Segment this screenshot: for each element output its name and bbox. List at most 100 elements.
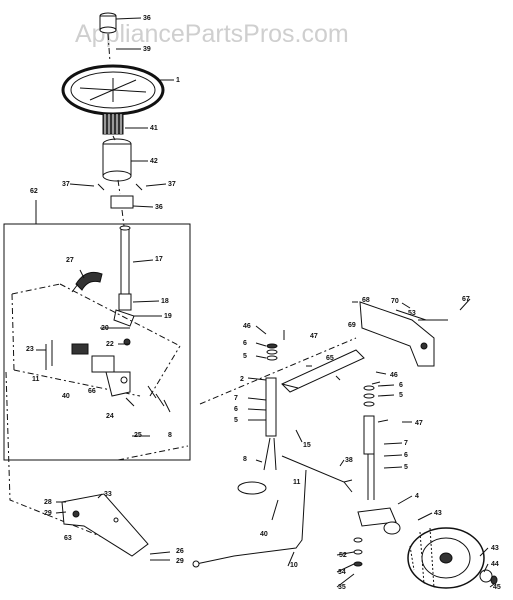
pinion-gear xyxy=(118,293,132,311)
callout: 7 xyxy=(234,395,238,402)
callout: 5 xyxy=(234,417,238,424)
spring-pins xyxy=(97,183,143,191)
right-spindle xyxy=(363,415,375,455)
callout: 37 xyxy=(168,181,176,188)
pinion-bracket xyxy=(113,309,135,327)
callout: 5 xyxy=(243,353,247,360)
callout: 40 xyxy=(62,393,70,400)
callout: 6 xyxy=(399,382,403,389)
center-axis-line xyxy=(107,33,125,227)
sector-gear xyxy=(75,271,103,291)
spindle-arm xyxy=(357,507,397,527)
steering-bushing xyxy=(110,195,134,209)
callout: 33 xyxy=(104,491,112,498)
plate-bolt-hole xyxy=(72,510,80,518)
callout: 6 xyxy=(404,452,408,459)
callout: 29 xyxy=(176,558,184,565)
tie-bar-edge xyxy=(281,383,299,389)
right-spindle-lower xyxy=(367,454,375,500)
callout: 38 xyxy=(345,457,353,464)
callout-leaders xyxy=(36,17,495,588)
callout: 47 xyxy=(310,333,318,340)
small-rod xyxy=(271,499,279,521)
callout: 18 xyxy=(161,298,169,305)
plate-hole-2 xyxy=(113,517,119,523)
bracket-plate xyxy=(105,371,131,397)
washer-stack-left-2 xyxy=(266,349,278,355)
washer-stack-left-3 xyxy=(266,355,278,361)
hidden-line-mid xyxy=(117,445,189,461)
callout: 11 xyxy=(293,479,301,486)
steering-shaft xyxy=(120,227,130,295)
axle-washer xyxy=(479,569,493,583)
rod-pieces xyxy=(45,340,53,370)
callout: 1 xyxy=(176,77,180,84)
callout: 66 xyxy=(88,388,96,395)
front-wheel-rim xyxy=(421,537,471,579)
callout: 29 xyxy=(44,510,52,517)
callout: 41 xyxy=(150,125,158,132)
inset-box xyxy=(3,200,191,461)
left-spindle xyxy=(265,377,277,437)
steering-wheel-inner xyxy=(70,71,156,109)
callout: 22 xyxy=(106,341,114,348)
callout: 8 xyxy=(168,432,172,439)
washer-stack-right-3 xyxy=(363,401,375,407)
tire-tread xyxy=(409,527,435,589)
callout: 70 xyxy=(391,298,399,305)
steering-shaft-top xyxy=(119,225,131,231)
callout: 43 xyxy=(434,510,442,517)
left-spindle-arm xyxy=(237,481,267,495)
spindle-hub xyxy=(383,521,401,535)
callout: 27 xyxy=(66,257,74,264)
washer-stack-left xyxy=(266,343,278,349)
callout: 46 xyxy=(390,372,398,379)
callout: 36 xyxy=(143,15,151,22)
steering-linkage-assembly xyxy=(5,301,498,589)
callout: 15 xyxy=(303,442,311,449)
callout: 10 xyxy=(290,562,298,569)
callout: 26 xyxy=(176,548,184,555)
callout: 28 xyxy=(44,499,52,506)
callout: 69 xyxy=(348,322,356,329)
front-wheel-hub xyxy=(439,552,453,564)
leader-lines xyxy=(283,330,389,423)
callout: 44 xyxy=(491,561,499,568)
callout: 52 xyxy=(339,552,347,559)
pitman-arm-block xyxy=(91,355,115,373)
callout-leader-lines xyxy=(36,17,495,588)
frame-outline-dashed xyxy=(11,283,181,397)
cross-tie-bar xyxy=(281,349,365,393)
rod-end xyxy=(192,560,200,568)
steering-cap-base xyxy=(99,26,117,34)
washer-stack-right xyxy=(363,385,375,391)
inset-box-frame xyxy=(3,223,191,461)
callout: 7 xyxy=(404,440,408,447)
axle-cap xyxy=(490,575,498,585)
steering-adapter-splines xyxy=(104,114,122,134)
callout: 19 xyxy=(164,313,172,320)
bolt-piece xyxy=(125,397,135,407)
lower-washer-3 xyxy=(353,561,363,567)
callout: 34 xyxy=(338,569,346,576)
callout: 68 xyxy=(362,297,370,304)
washers-stack xyxy=(147,385,171,413)
watermark: AppliancePartsPros.com xyxy=(75,20,349,48)
axle-support-plate xyxy=(359,301,435,367)
callout: 42 xyxy=(150,158,158,165)
callout: 67 xyxy=(462,296,470,303)
plate-hole xyxy=(420,342,428,350)
callout: 46 xyxy=(243,323,251,330)
callout: 6 xyxy=(243,340,247,347)
callout: 17 xyxy=(155,256,163,263)
callout: 23 xyxy=(26,346,34,353)
callout: 36 xyxy=(155,204,163,211)
callout: 53 xyxy=(408,310,416,317)
hidden-line-center xyxy=(199,337,357,405)
steering-wheel-spokes xyxy=(79,78,147,102)
bolt xyxy=(395,309,427,321)
lower-washer-2 xyxy=(353,549,363,555)
plate-bolts xyxy=(149,551,171,561)
